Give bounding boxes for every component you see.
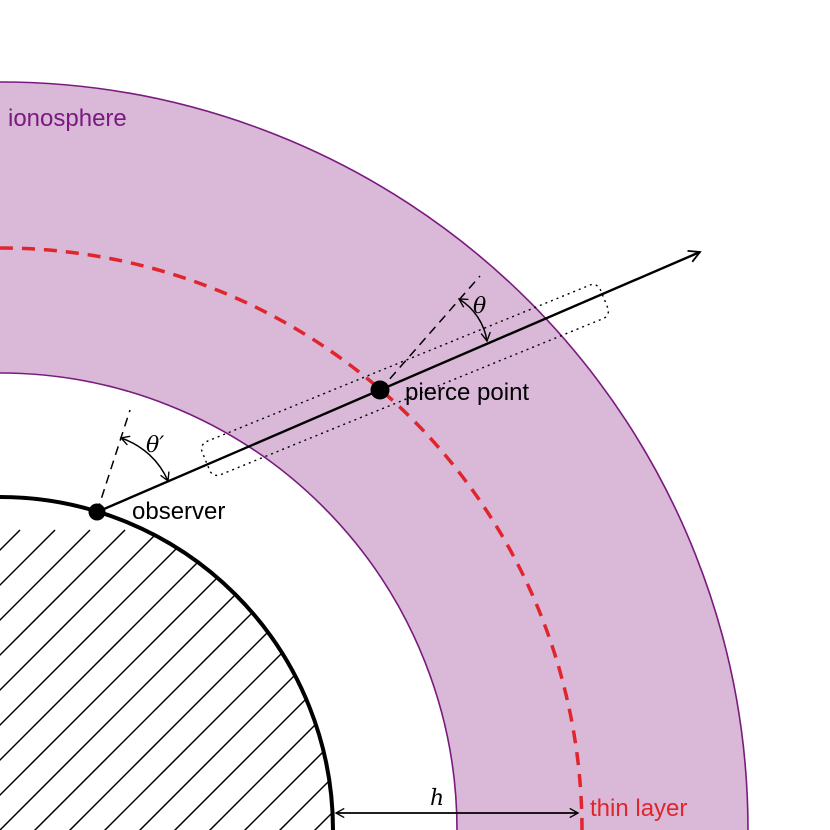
line-of-sight-slab <box>200 283 610 477</box>
earth-surface <box>0 495 335 830</box>
observer-zenith-line <box>96 409 131 513</box>
observer-label: observer <box>132 498 225 525</box>
ionosphere-band <box>0 82 748 830</box>
ionosphere-outer-edge <box>0 81 749 830</box>
thin-layer-label: thin layer <box>590 795 687 822</box>
theta-symbol: θ <box>473 294 486 319</box>
pierce-point-marker <box>370 380 390 400</box>
earth-hatching <box>0 529 333 830</box>
ionosphere-inner-edge <box>0 372 458 830</box>
thin-layer-arc <box>0 246 584 830</box>
ionosphere-label: ionosphere <box>8 105 127 132</box>
pierce-zenith-line <box>379 275 481 391</box>
theta-prime-symbol: θ′ <box>146 433 164 458</box>
line-of-sight-ray <box>96 249 702 514</box>
theta-arc <box>457 298 491 343</box>
theta-prime-arc <box>119 435 170 483</box>
h-symbol: h <box>430 786 444 811</box>
pierce-point-label: pierce point <box>405 379 529 406</box>
observer-point <box>88 503 106 521</box>
